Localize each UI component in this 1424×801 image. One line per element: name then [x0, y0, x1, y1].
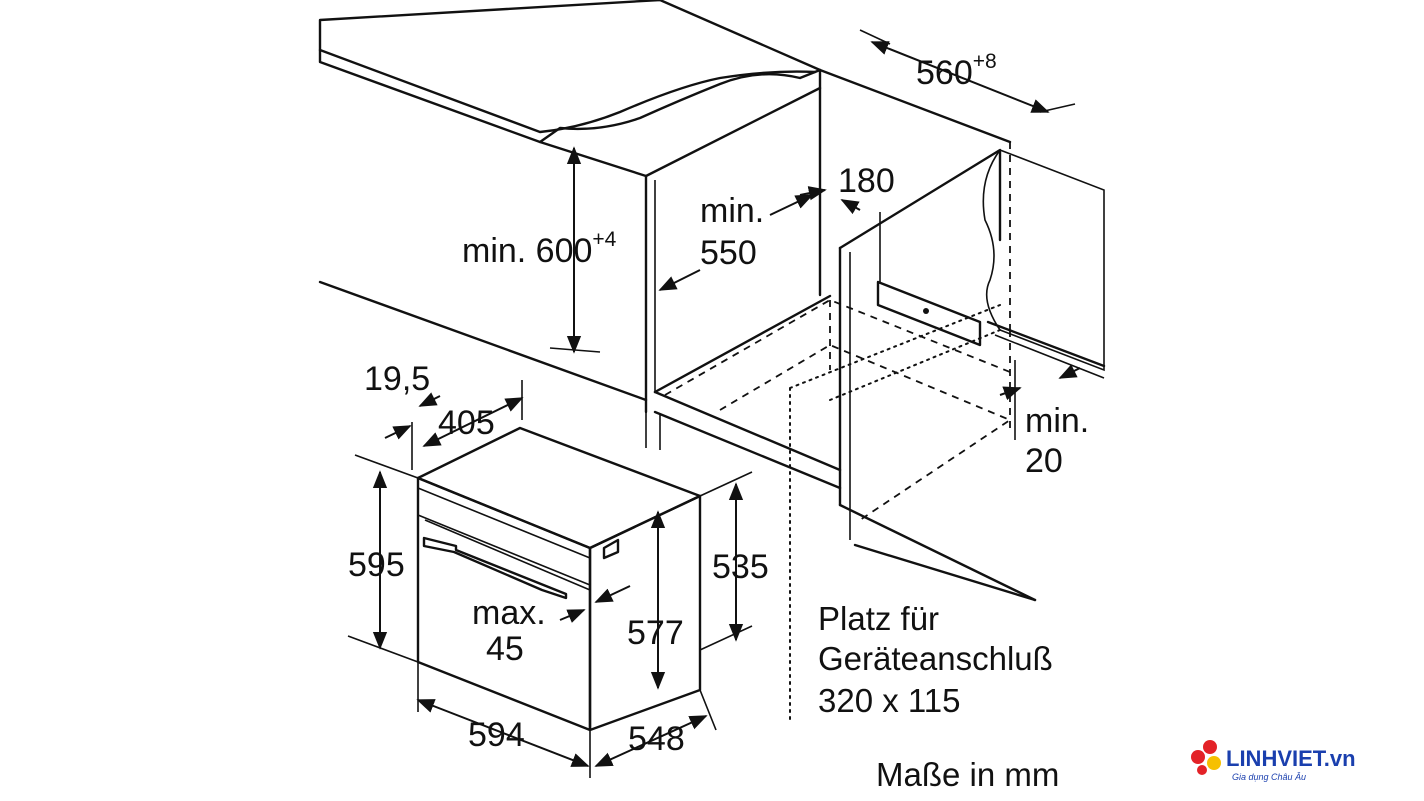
oven-handle — [422, 536, 568, 600]
label-min-550-a: min. — [700, 192, 764, 230]
logo-name: LINHVIET.vn — [1226, 746, 1356, 771]
label-min-20-a: min. — [1025, 402, 1089, 440]
note-line-3: 320 x 115 — [818, 682, 961, 719]
dimension-labels: 560+8 min. 600+4 min. 550 180 min. 20 19… — [348, 50, 1089, 758]
label-min-20-b: 20 — [1025, 442, 1063, 480]
label-min-600: min. 600+4 — [462, 228, 617, 270]
label-min-550-b: 550 — [700, 234, 757, 272]
socket-hole — [923, 308, 929, 314]
units-note: Maße in mm — [876, 756, 1059, 793]
logo-mark-icon — [1191, 740, 1221, 775]
worktop — [318, 0, 822, 144]
kitchen-cabinet — [318, 0, 1106, 721]
label-594: 594 — [468, 716, 525, 754]
label-19-5: 19,5 — [364, 360, 430, 398]
label-max-45-a: max. — [472, 594, 546, 632]
label-548: 548 — [628, 720, 685, 758]
label-max-45-b: 45 — [486, 630, 524, 668]
label-560-value: 560 — [916, 54, 973, 92]
worktop-right — [982, 149, 1105, 372]
socket-hatch — [876, 280, 982, 347]
label-600-tol: +4 — [592, 228, 616, 251]
label-595: 595 — [348, 546, 405, 584]
note-line-1: Platz für — [818, 600, 939, 637]
connection-note: Platz für Geräteanschluß 320 x 115 — [818, 600, 1053, 719]
label-560: 560+8 — [916, 50, 997, 92]
linhviet-logo: LINHVIET.vn Gia dụng Châu Âu — [1191, 740, 1356, 782]
label-405: 405 — [438, 404, 495, 442]
dimension-lines — [347, 29, 1081, 778]
label-600-value: min. 600 — [462, 232, 592, 270]
logo-tagline: Gia dụng Châu Âu — [1232, 772, 1306, 782]
label-180: 180 — [838, 162, 895, 200]
label-577: 577 — [627, 614, 684, 652]
label-535: 535 — [712, 548, 769, 586]
label-560-tol: +8 — [973, 50, 997, 73]
note-line-2: Geräteanschluß — [818, 640, 1053, 677]
